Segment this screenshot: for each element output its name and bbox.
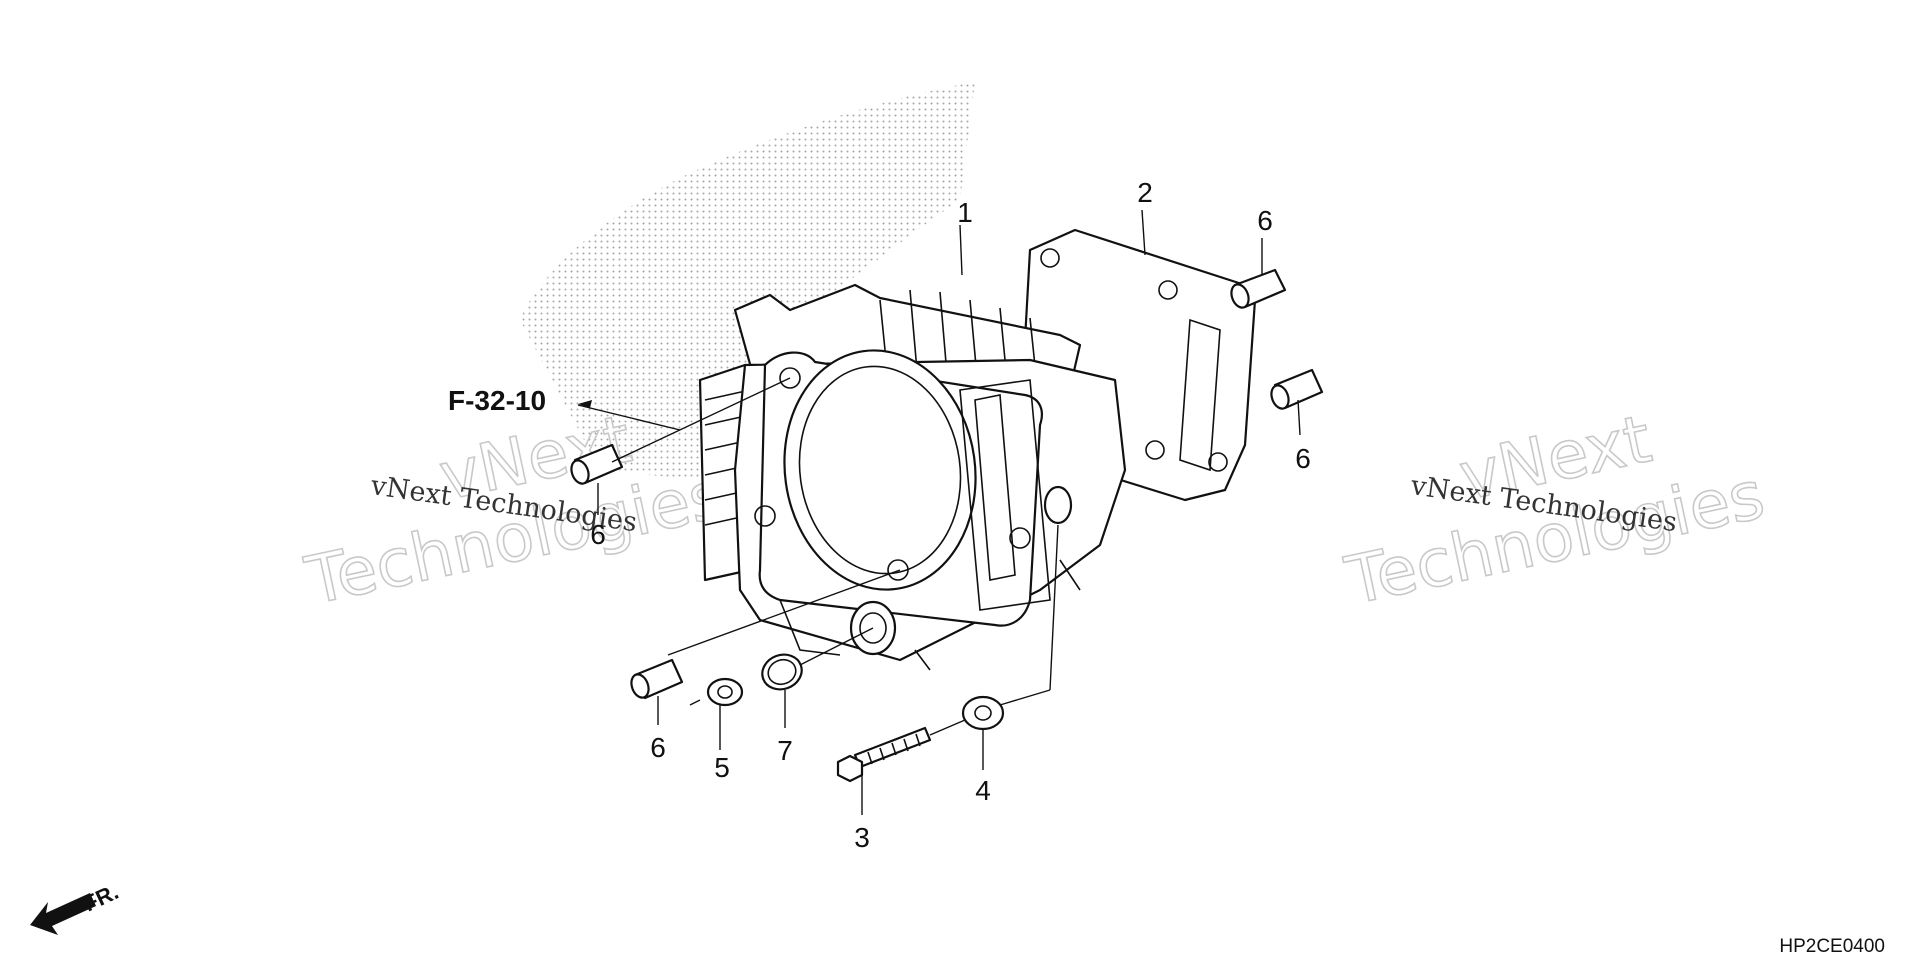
callout-2: 2 (1137, 177, 1153, 208)
flange-bolt (836, 726, 932, 783)
reference-label: F-32-10 (448, 385, 546, 416)
callout-6-left: 6 (590, 519, 606, 550)
washer-small (706, 677, 744, 707)
front-arrow-icon (30, 893, 96, 935)
o-ring (761, 653, 803, 691)
callout-6-upper-right: 6 (1257, 205, 1273, 236)
callout-5: 5 (714, 752, 730, 783)
dowel-pin-left (570, 443, 624, 485)
drawing-code: HP2CE0400 (1779, 936, 1885, 957)
cylinder-body (698, 283, 1127, 671)
callout-4: 4 (975, 775, 991, 806)
reference-link[interactable]: F-32-10 (448, 385, 592, 416)
callout-6-right: 6 (1295, 443, 1311, 474)
washer-large (961, 695, 1005, 731)
callout-1: 1 (957, 197, 973, 228)
dotted-shading (520, 82, 975, 480)
dowel-pin-lower (630, 658, 684, 700)
leader-lines (577, 209, 1301, 815)
callout-3: 3 (854, 822, 870, 853)
dowel-pin-upper-right (1230, 268, 1287, 309)
callout-7: 7 (777, 735, 793, 766)
dowel-pin-right (1270, 368, 1324, 410)
callout-6-lower: 6 (650, 732, 666, 763)
callouts: 1 2 3 4 5 6 6 6 6 7 (590, 177, 1311, 853)
watermark-right: vNext Technologies vNext Technologies (1338, 399, 1771, 620)
front-label: FR. (80, 879, 123, 917)
front-arrow: FR. (30, 879, 122, 935)
